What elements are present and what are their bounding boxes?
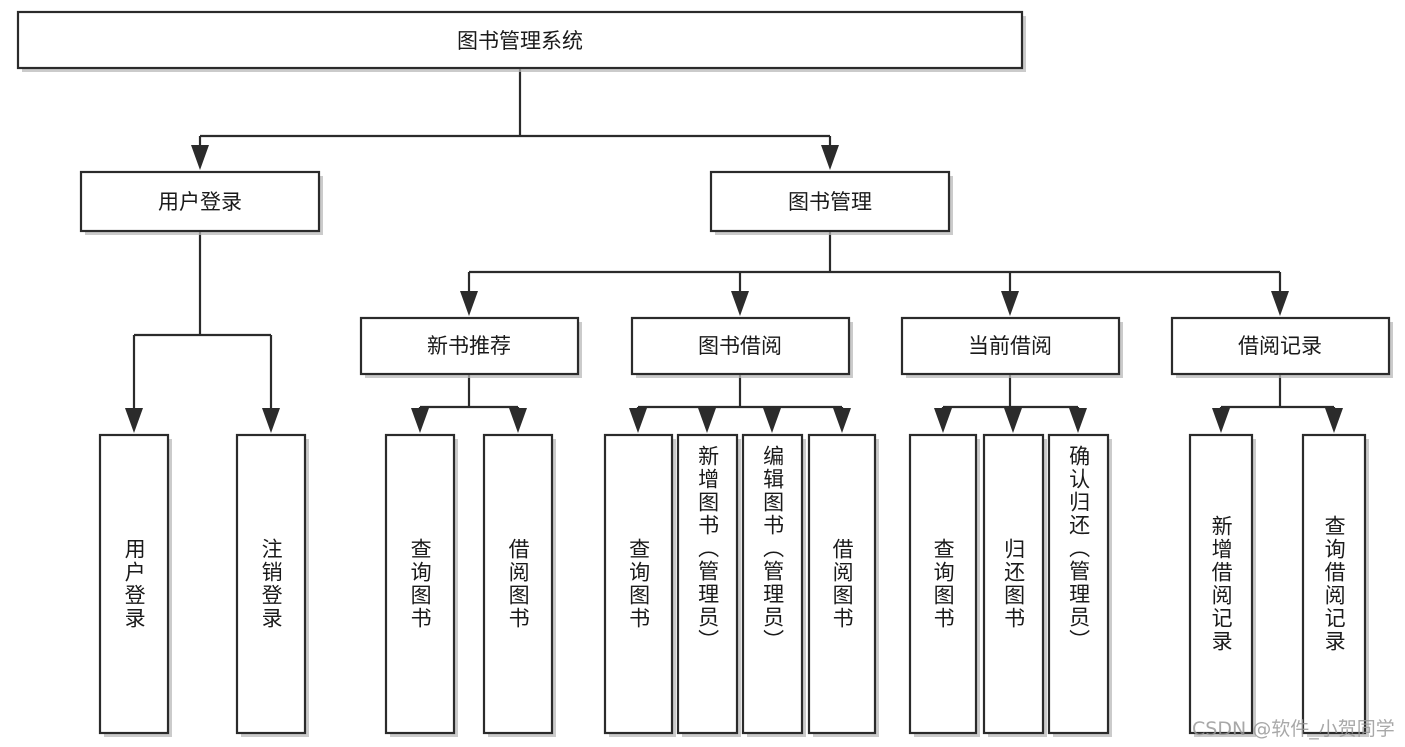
- node-new-book-recommend[interactable]: 新书推荐: [359, 316, 582, 378]
- arrow-head-leaf-query-book-2: [629, 408, 647, 433]
- node-current-borrow[interactable]: 当前借阅: [900, 316, 1123, 378]
- arrow-head-leaf-query-book-3: [934, 408, 952, 433]
- arrow-head-leaf-user-logout: [262, 408, 280, 433]
- leaf-confirm-return-box[interactable]: [1047, 433, 1110, 735]
- leaf-add-book-box[interactable]: [676, 433, 739, 735]
- root-box[interactable]: [16, 10, 1024, 70]
- arrow-head-leaf-borrow-book-2: [833, 408, 851, 433]
- book-borrow-box[interactable]: [630, 316, 851, 376]
- leaf-edit-book-box[interactable]: [741, 433, 804, 735]
- book-borrow-label: 图书借阅: [698, 334, 782, 358]
- arrow-head-borrow-record: [1271, 291, 1289, 316]
- leaf-query-book-2-box[interactable]: [603, 433, 674, 735]
- arrow-head-leaf-edit-book: [763, 408, 781, 433]
- connector-layer: [125, 68, 1343, 433]
- arrow-head-leaf-user-login: [125, 408, 143, 433]
- current-borrow-box[interactable]: [900, 316, 1121, 376]
- leaf-borrow-book-1-box[interactable]: [482, 433, 554, 735]
- arrow-head-current-borrow: [1001, 291, 1019, 316]
- arrow-head-new-book-recommend: [460, 291, 478, 316]
- leaf-user-login-box[interactable]: [98, 433, 170, 735]
- arrow-head-book-borrow: [731, 291, 749, 316]
- arrow-head-leaf-add-record: [1212, 408, 1230, 433]
- arrow-head-leaf-borrow-book-1: [509, 408, 527, 433]
- book-manage-box[interactable]: [709, 170, 951, 233]
- arrow-head-book-manage: [821, 145, 839, 170]
- arrow-head-user-login: [191, 145, 209, 170]
- leaf-query-book-1-box[interactable]: [384, 433, 456, 735]
- borrow-record-box[interactable]: [1170, 316, 1391, 376]
- leaf-return-book-box[interactable]: [982, 433, 1045, 735]
- leaf-query-record-box[interactable]: [1301, 433, 1367, 735]
- arrow-head-leaf-query-record: [1325, 408, 1343, 433]
- leaf-add-record-box[interactable]: [1188, 433, 1254, 735]
- leaf-query-book-3-box[interactable]: [908, 433, 978, 735]
- leaf-node-layer: [98, 433, 1369, 737]
- leaf-user-logout-box[interactable]: [235, 433, 307, 735]
- borrow-record-label: 借阅记录: [1238, 334, 1322, 358]
- node-borrow-record[interactable]: 借阅记录: [1170, 316, 1393, 378]
- new-book-recommend-box[interactable]: [359, 316, 580, 376]
- node-user-login[interactable]: 用户登录: [79, 170, 323, 235]
- node-book-manage[interactable]: 图书管理: [709, 170, 953, 235]
- node-layer: 图书管理系统 用户登录 图书管理 新书推荐: [16, 10, 1393, 737]
- node-root[interactable]: 图书管理系统: [16, 10, 1026, 72]
- user-login-label: 用户登录: [158, 190, 242, 214]
- current-borrow-label: 当前借阅: [968, 334, 1052, 358]
- new-book-recommend-label: 新书推荐: [427, 334, 511, 358]
- node-book-borrow[interactable]: 图书借阅: [630, 316, 853, 378]
- arrow-head-leaf-return-book: [1004, 408, 1022, 433]
- book-manage-label: 图书管理: [788, 190, 872, 214]
- leaf-borrow-book-2-box[interactable]: [807, 433, 877, 735]
- arrow-head-leaf-add-book: [698, 408, 716, 433]
- arrow-head-leaf-confirm-return: [1069, 408, 1087, 433]
- root-label: 图书管理系统: [457, 29, 583, 53]
- arrow-head-leaf-query-book-1: [411, 408, 429, 433]
- user-login-box[interactable]: [79, 170, 321, 233]
- csdn-watermark: CSDN @软件_小贺同学: [1192, 718, 1395, 740]
